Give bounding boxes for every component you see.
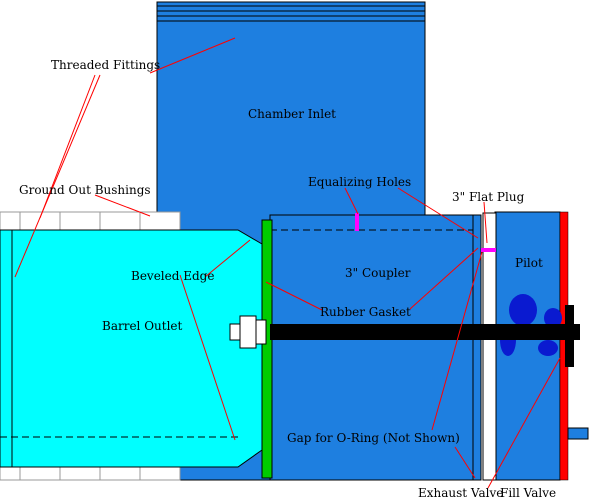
rubber-gasket [261,219,273,479]
flat-plug [482,212,497,481]
label-threaded-fittings: Threaded Fittings [51,58,161,72]
label-equalizing-holes: Equalizing Holes [308,175,412,189]
label-barrel-outlet: Barrel Outlet [102,319,183,333]
label-rubber-gasket: Rubber Gasket [320,305,411,319]
label-ground-out-bushings: Ground Out Bushings [19,183,151,197]
label-coupler: 3" Coupler [345,266,411,280]
label-pilot: Pilot [515,256,543,270]
label-exhaust-valve: Exhaust Valve [418,486,504,500]
label-gap-o-ring: Gap for O-Ring (Not Shown) [287,431,460,445]
chamber-inlet-thread-lines [157,5,425,22]
barrel-outlet [0,229,263,468]
center-rod [270,324,580,340]
coupler-body [269,214,476,481]
rod-nut [229,315,267,349]
rod-head [565,305,574,367]
label-flat-plug: 3" Flat Plug [452,190,525,204]
leader-lines [14,37,561,489]
equalizing-hole-plug [481,248,496,252]
o-ring-gap [472,214,482,481]
bore-dashed-lines [0,229,478,438]
fill-valve-port [567,427,589,440]
equalizing-hole-top [355,213,359,231]
label-chamber-inlet: Chamber Inlet [248,107,337,121]
label-beveled-edge: Beveled Edge [131,269,215,283]
label-fill-valve: Fill Valve [500,486,557,500]
